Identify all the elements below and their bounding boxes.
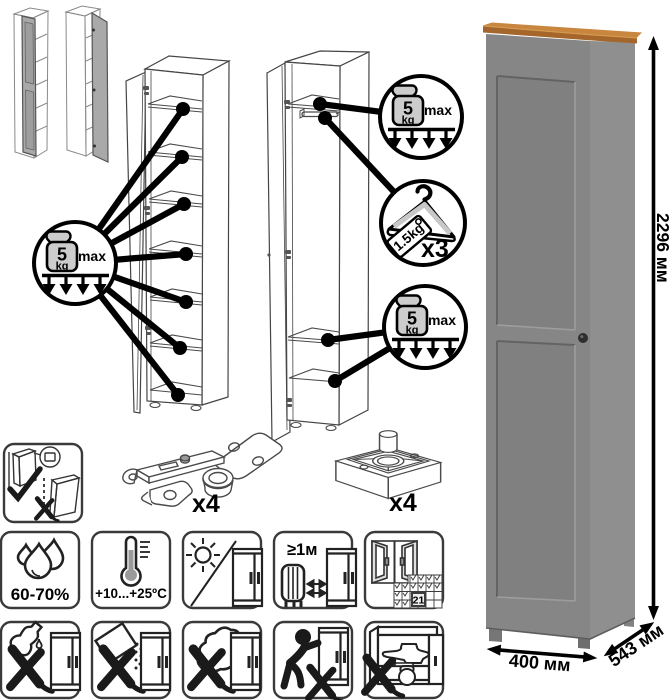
- svg-text:2296 мм: 2296 мм: [653, 213, 672, 283]
- svg-text:+10...+25ºC: +10...+25ºC: [95, 586, 167, 601]
- svg-text:21: 21: [413, 595, 425, 607]
- svg-text:x4: x4: [389, 489, 417, 517]
- svg-text:x4: x4: [192, 490, 220, 518]
- svg-text:≥1м: ≥1м: [287, 541, 317, 559]
- svg-text:60-70%: 60-70%: [11, 585, 70, 604]
- svg-text:x3: x3: [421, 235, 449, 263]
